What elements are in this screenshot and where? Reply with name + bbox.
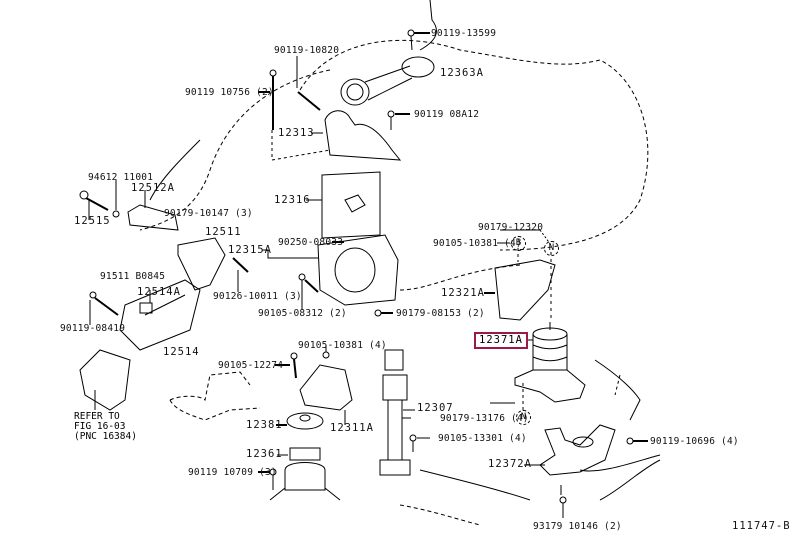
engine-outline-left: [139, 69, 331, 231]
part-label-90126-10011[interactable]: 90126-10011 (3): [213, 291, 302, 302]
part-label-12514A[interactable]: 12514A: [137, 286, 181, 298]
bolt-90119-13599: [407, 29, 430, 51]
bracket-12511: [177, 237, 226, 291]
bolt-90105-12274: [275, 352, 298, 379]
engine-outline: [299, 39, 649, 251]
part-label-90105-12274[interactable]: 90105-12274: [218, 360, 284, 371]
part-label-12511[interactable]: 12511: [205, 226, 242, 238]
part-label-90105-10381-a[interactable]: 90105-10381 (4): [433, 238, 522, 249]
part-label-12361[interactable]: 12361: [246, 448, 283, 460]
body-outline: [169, 371, 261, 421]
part-label-12316[interactable]: 12316: [274, 194, 311, 206]
callout-B: B: [511, 236, 526, 251]
bracket-12372A: [524, 424, 616, 476]
part-label-12363A[interactable]: 12363A: [440, 67, 484, 79]
bracket-12313: [311, 110, 402, 161]
bolt-90119-10696: [626, 437, 648, 445]
bolt-93179-10146: [559, 485, 567, 518]
part-label-93179-10146[interactable]: 93179 10146 (2): [533, 521, 622, 532]
bolt-12515: [79, 190, 109, 220]
bracket-12315A: [262, 234, 399, 306]
part-label-90179-10147[interactable]: 90179-10147 (3): [164, 208, 253, 219]
bracket-12512A: [127, 190, 179, 231]
bolt-90105-13301: [409, 434, 430, 452]
part-label-12515[interactable]: 12515: [74, 215, 111, 227]
part-label-12381[interactable]: 12381: [246, 419, 283, 431]
part-label-90119-10756[interactable]: 90119 10756 (2): [185, 87, 274, 98]
bolt-90119-10756: [258, 69, 331, 161]
washer-94612: [112, 180, 120, 218]
part-label-94612-11001[interactable]: 94612 11001: [88, 172, 154, 183]
part-label-90119-08419[interactable]: 90119-08419: [60, 323, 126, 334]
part-label-90179-12320[interactable]: 90179-12320: [478, 222, 544, 233]
bolt-90105-08312: [298, 273, 319, 310]
callout-N-top: N: [544, 241, 559, 256]
part-label-90119-10820[interactable]: 90119-10820: [274, 45, 340, 56]
pad-12316: [306, 171, 381, 239]
bolt-90105-10381-b: [322, 345, 330, 359]
part-label-12311A[interactable]: 12311A: [330, 422, 374, 434]
rod-12307: [379, 349, 415, 476]
refer-bracket: [79, 349, 131, 411]
part-label-91511-B0845[interactable]: 91511 B0845: [100, 271, 166, 282]
part-12514A: [139, 290, 153, 314]
part-label-90250-08033[interactable]: 90250-08033: [278, 237, 344, 248]
bolt-90119-08419: [89, 291, 119, 325]
diagram-id: 111747-B: [732, 520, 791, 532]
bolt-90119-10820: [296, 56, 321, 111]
part-label-90119-10709[interactable]: 90119 10709 (3): [188, 467, 277, 478]
refer-note: REFER TO FIG 16-03 (PNC 16384): [74, 411, 137, 442]
insulator-12381: [276, 412, 324, 430]
part-label-12512A[interactable]: 12512A: [131, 182, 175, 194]
part-label-12307[interactable]: 12307: [417, 402, 454, 414]
bracket-12321A: [484, 259, 556, 321]
stud-90126: [232, 257, 249, 292]
part-label-90119-08A12[interactable]: 90119 08A12: [414, 109, 480, 120]
part-label-12315A[interactable]: 12315A: [228, 244, 272, 256]
part-label-12514[interactable]: 12514: [163, 346, 200, 358]
part-label-90105-08312[interactable]: 90105-08312 (2): [258, 308, 347, 319]
part-label-12371A-highlighted[interactable]: 12371A: [474, 332, 528, 349]
part-label-90105-13301[interactable]: 90105-13301 (4): [438, 433, 527, 444]
part-label-90105-10381-b[interactable]: 90105-10381 (4): [298, 340, 387, 351]
part-label-90119-13599[interactable]: 90119-13599: [431, 28, 497, 39]
mount-12361: [269, 447, 341, 501]
part-label-90179-13176[interactable]: 90179-13176 (4): [440, 413, 529, 424]
bracket-12311A: [299, 364, 353, 425]
part-label-90179-08153[interactable]: 90179-08153 (2): [396, 308, 485, 319]
mount-12371A: [514, 322, 586, 410]
bolt-90179-08153: [374, 309, 393, 317]
callout-N-bottom: N: [516, 410, 531, 425]
torque-rod-12363A: [340, 56, 435, 106]
bolt-90119-10709: [258, 468, 277, 490]
part-label-12321A[interactable]: 12321A: [441, 287, 485, 299]
part-label-90119-10696[interactable]: 90119-10696 (4): [650, 436, 739, 447]
bolt-90119-08A12: [387, 110, 410, 130]
part-label-12372A[interactable]: 12372A: [488, 458, 532, 470]
part-label-12313[interactable]: 12313: [278, 127, 315, 139]
